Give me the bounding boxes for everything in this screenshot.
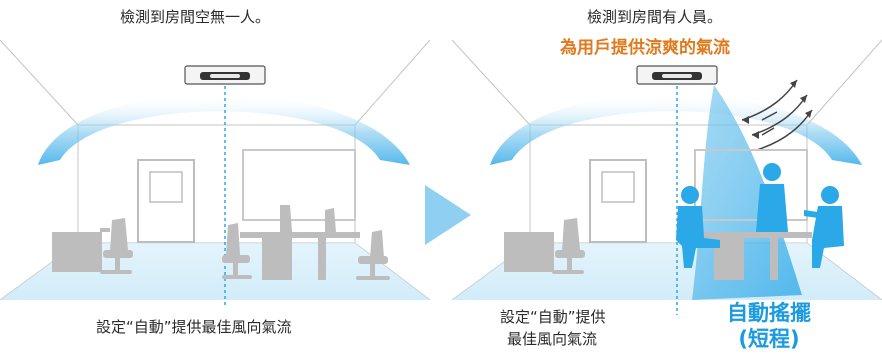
office-furniture-icon [52,205,390,280]
right-panel-subtitle: 為用戶提供涼爽的氣流 [560,38,730,58]
right-panel: 檢測到房間有人員。 為用戶提供涼爽的氣流 設定“自動”提供 最佳風向氣流 自動搖… [452,0,882,361]
left-panel-caption: 設定“自動”提供最佳風向氣流 [96,318,292,336]
door-icon [137,159,195,243]
whiteboard-icon [694,149,808,221]
right-panel-title: 檢測到房間有人員。 [587,8,723,26]
door-icon [589,159,647,243]
auto-swing-label: 自動搖擺 (短程) [714,300,824,352]
ceiling-ac-unit-icon [184,65,266,85]
ceiling-ac-unit-icon [636,65,718,85]
whiteboard-icon [242,149,356,221]
airflow-arc [490,93,862,165]
office-furniture-icon [504,218,812,280]
occupied-room-illustration [452,39,882,315]
airflow-arc [38,93,410,165]
people-icon [676,163,844,268]
transition-arrow-icon [425,185,471,245]
right-panel-caption-line1: 設定“自動”提供 [500,308,606,326]
auto-swing-line1: 自動搖擺 [727,301,811,325]
empty-room-illustration [0,39,430,305]
auto-swing-line2: (短程) [738,327,800,351]
swing-arrowheads-icon [742,80,812,139]
right-panel-caption-line2: 最佳風向氣流 [507,330,598,348]
left-panel: 檢測到房間空無一人。 設定“自動”提供最佳風向氣流 [0,0,430,361]
left-panel-title: 檢測到房間空無一人。 [120,8,271,26]
